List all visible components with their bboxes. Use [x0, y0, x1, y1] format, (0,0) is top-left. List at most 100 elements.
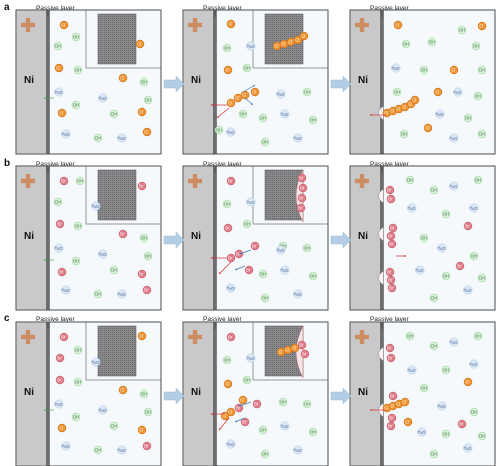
oh-label: OH — [75, 68, 81, 73]
cl-label: Cl− — [137, 41, 143, 47]
ion-br-circle — [55, 219, 65, 229]
ion-cl: Cl− — [137, 107, 147, 117]
ion-oh-circle — [71, 412, 81, 422]
ion-h2o: H2O — [293, 289, 303, 299]
h2o-label: H2O — [293, 292, 302, 298]
ion-br: Br− — [296, 203, 306, 213]
ion-br-circle — [250, 241, 260, 251]
ion-oh-circle — [73, 345, 83, 355]
ion-cl-circle — [400, 397, 410, 407]
ion-cl-circle — [223, 379, 233, 389]
ion-cl: Cl− — [57, 108, 67, 118]
ion-br: Br− — [297, 173, 307, 183]
ion-oh-circle — [222, 355, 232, 365]
ion-oh: OH — [429, 293, 439, 303]
cl-label: Cl− — [402, 399, 408, 405]
ion-oh-circle — [429, 293, 439, 303]
ion-br: Br− — [387, 239, 397, 249]
ion-oh-circle — [242, 375, 252, 385]
ion-oh: OH — [242, 219, 252, 229]
br-label: Br− — [252, 243, 258, 249]
oh-label: OH — [443, 212, 449, 217]
metal-label-a3: Ni — [358, 75, 368, 86]
cl-label: Cl− — [425, 125, 431, 131]
plus-horizontal — [355, 22, 369, 28]
ion-oh-circle — [139, 77, 149, 87]
oh-label: OH — [73, 103, 79, 108]
ion-oh-circle — [308, 271, 318, 281]
ion-cl: Cl− — [223, 65, 233, 75]
migration-arrow — [238, 401, 252, 407]
ion-cl-circle — [135, 39, 145, 49]
oh-label: OH — [407, 178, 413, 183]
oh-label: OH — [73, 415, 79, 420]
ion-br: Br− — [387, 413, 397, 423]
h2o-label: H2O — [98, 96, 107, 102]
ion-cl: Cl− — [449, 65, 459, 75]
br-label: Br− — [246, 267, 252, 273]
plus-icon — [21, 174, 35, 188]
migration-arrow-head — [211, 412, 213, 416]
ion-br-circle — [297, 193, 307, 203]
ion-br: Br− — [298, 183, 308, 193]
ion-h2o: H2O — [246, 41, 256, 51]
h2o-label: H2O — [415, 268, 424, 274]
oh-label: OH — [475, 94, 481, 99]
ion-oh-circle — [477, 65, 487, 75]
cl-label: Cl− — [465, 379, 471, 385]
oh-label: OH — [431, 452, 437, 457]
ion-h2o-circle — [117, 445, 127, 455]
pit — [378, 270, 384, 286]
ion-h2o-circle — [226, 439, 236, 449]
ion-h2o: H2O — [407, 203, 417, 213]
h2o-label: H2O — [54, 246, 63, 252]
ion-h2o: H2O — [226, 127, 236, 137]
ion-oh: OH — [242, 63, 252, 73]
ion-br: Br− — [388, 391, 398, 401]
ion-cl-circle — [250, 87, 260, 97]
oh-label: OH — [479, 68, 485, 73]
ion-h2o-circle — [415, 265, 425, 275]
br-label: Br− — [57, 377, 63, 383]
ion-oh-circle — [302, 87, 312, 97]
ion-oh-circle — [53, 41, 63, 51]
ion-oh: OH — [258, 425, 268, 435]
passive-label-a3: Passive layer — [370, 5, 409, 12]
ion-oh-circle — [143, 251, 153, 261]
h2o-label: H2O — [61, 288, 70, 294]
ion-oh-circle — [71, 100, 81, 110]
ion-oh-circle — [473, 91, 483, 101]
migration-arrow-head — [44, 96, 46, 100]
ion-cl: Cl− — [226, 407, 236, 417]
ion-oh-circle — [469, 407, 479, 417]
ion-oh: OH — [302, 243, 312, 253]
br-label: Br− — [225, 225, 231, 231]
oh-label: OH — [431, 188, 437, 193]
oh-label: OH — [240, 112, 246, 117]
ion-oh: OH — [473, 175, 483, 185]
ion-h2o-circle — [293, 445, 303, 455]
ion-oh-circle — [399, 129, 409, 139]
passive-layer — [213, 166, 217, 310]
ion-h2o-circle — [276, 245, 286, 255]
ion-oh-circle — [109, 421, 119, 431]
oh-label: OH — [111, 268, 117, 273]
ion-cl-circle — [57, 423, 67, 433]
ion-h2o: H2O — [246, 197, 256, 207]
ion-cl: Cl− — [293, 35, 303, 45]
ion-cl-circle — [118, 385, 128, 395]
ion-cl-circle — [423, 123, 433, 133]
ion-oh: OH — [139, 233, 149, 243]
metal-region — [350, 10, 380, 154]
ion-cl-circle — [410, 95, 420, 105]
ion-oh-circle — [258, 425, 268, 435]
ion-h2o: H2O — [449, 181, 459, 191]
ion-br-circle — [226, 176, 236, 186]
oh-label: OH — [141, 80, 147, 85]
ion-oh: OH — [477, 273, 487, 283]
ion-oh: OH — [258, 113, 268, 123]
ion-oh-circle — [419, 65, 429, 75]
ion-h2o: H2O — [453, 87, 463, 97]
h2o-label: H2O — [246, 44, 255, 50]
ion-cl: Cl− — [286, 37, 296, 47]
